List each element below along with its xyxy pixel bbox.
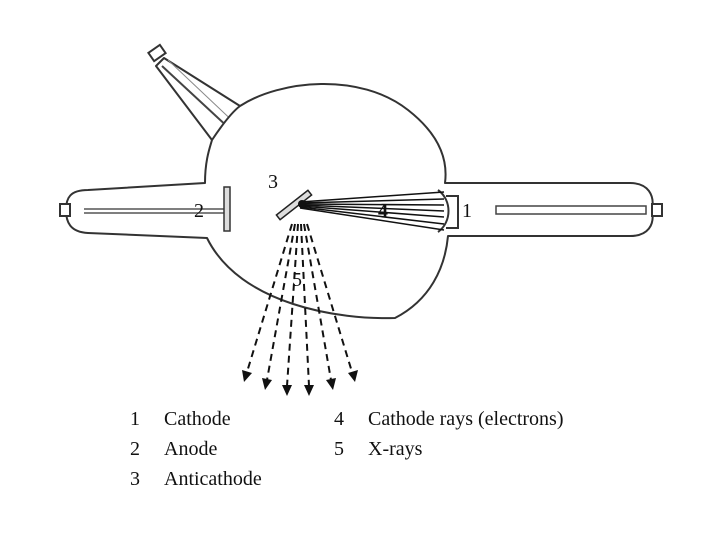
legend-label: Cathode rays (electrons) bbox=[368, 408, 564, 430]
callout-cathode-rays: 4 bbox=[378, 200, 388, 222]
focal-spot bbox=[298, 200, 306, 208]
right-end-cap bbox=[651, 203, 663, 217]
callout-anticathode: 3 bbox=[268, 171, 278, 193]
cathode-cup bbox=[446, 195, 459, 229]
legend-label: Anticathode bbox=[164, 468, 262, 490]
callout-x-rays: 5 bbox=[292, 269, 302, 291]
anode-plate bbox=[223, 186, 231, 232]
cathode-rays bbox=[299, 191, 445, 231]
x-ray-arrowheads bbox=[242, 370, 358, 396]
legend-left: 1 Cathode 2 Anode 3 Anticathode bbox=[130, 404, 262, 494]
legend-number: 4 bbox=[334, 408, 344, 430]
legend-label: X-rays bbox=[368, 438, 423, 460]
callout-anode: 2 bbox=[194, 200, 204, 222]
legend-item-cathode: 1 Cathode bbox=[130, 404, 262, 434]
legend-item-cathode-rays: 4 Cathode rays (electrons) bbox=[334, 404, 563, 434]
anticathode-target bbox=[275, 189, 313, 221]
legend-number: 2 bbox=[130, 438, 140, 460]
legend-item-anticathode: 3 Anticathode bbox=[130, 464, 262, 494]
legend-number: 1 bbox=[130, 408, 140, 430]
legend-number: 3 bbox=[130, 468, 140, 490]
legend-right: 4 Cathode rays (electrons) 5 X-rays bbox=[334, 404, 563, 464]
legend-label: Anode bbox=[164, 438, 218, 460]
legend-number: 5 bbox=[334, 438, 344, 460]
legend-item-x-rays: 5 X-rays bbox=[334, 434, 563, 464]
x-rays bbox=[246, 223, 353, 387]
callout-cathode: 1 bbox=[462, 200, 472, 222]
cathode-rod bbox=[495, 205, 647, 215]
legend-label: Cathode bbox=[164, 408, 231, 430]
left-end-cap bbox=[59, 203, 71, 217]
upper-arm-cap bbox=[147, 43, 167, 63]
legend-item-anode: 2 Anode bbox=[130, 434, 262, 464]
